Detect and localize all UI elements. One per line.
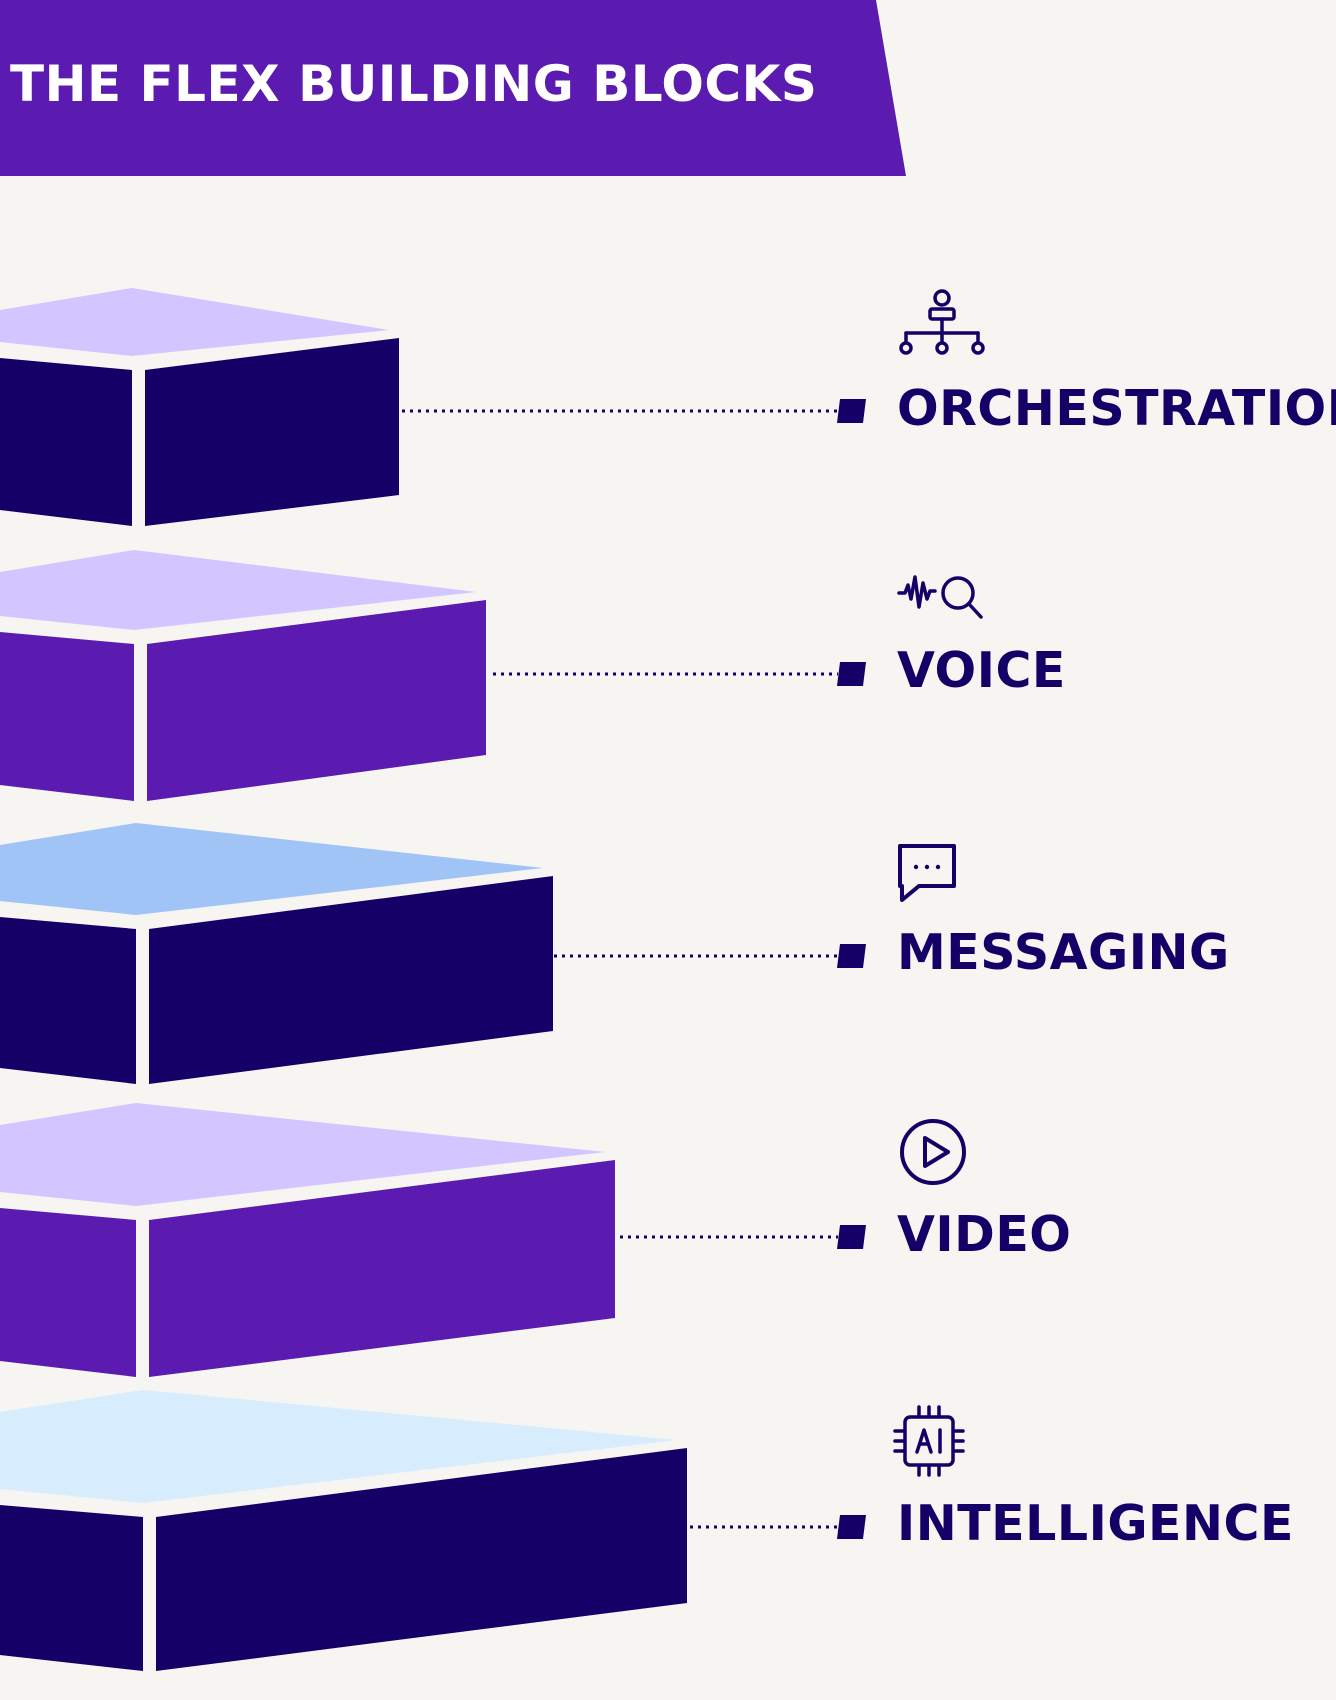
block-top-face — [0, 288, 389, 356]
label-messaging: MESSAGING — [897, 924, 1230, 981]
label-orchestration: ORCHESTRATION — [897, 380, 1336, 437]
block-video — [0, 1103, 615, 1377]
block-orchestration — [0, 288, 399, 526]
block-left-face — [0, 358, 132, 526]
block-left-face — [0, 917, 136, 1084]
block-voice — [0, 550, 486, 801]
connector-square-marker — [837, 399, 866, 423]
block-right-face — [149, 876, 553, 1084]
org-chart-icon — [897, 287, 987, 357]
ai-chip-icon — [893, 1405, 965, 1477]
connectors-layer — [402, 399, 866, 1539]
block-top-face — [0, 823, 543, 915]
label-video: VIDEO — [897, 1206, 1072, 1263]
play-circle-icon — [898, 1117, 968, 1187]
block-right-face — [145, 338, 399, 526]
block-left-face — [0, 1208, 136, 1377]
block-top-face — [0, 550, 476, 630]
connector-square-marker — [837, 1515, 866, 1539]
connector-square-marker — [837, 1225, 866, 1249]
label-voice: VOICE — [897, 642, 1066, 699]
block-intelligence — [0, 1390, 687, 1671]
block-top-face — [0, 1103, 605, 1206]
block-right-face — [147, 600, 486, 801]
label-intelligence: INTELLIGENCE — [897, 1495, 1294, 1552]
block-left-face — [0, 1505, 143, 1671]
connector-square-marker — [837, 944, 866, 968]
chat-bubble-icon — [897, 843, 957, 903]
connector-square-marker — [837, 662, 866, 686]
voice-search-icon — [897, 573, 989, 623]
block-right-face — [156, 1448, 687, 1671]
block-top-face — [0, 1390, 677, 1503]
block-right-face — [149, 1160, 615, 1377]
header-banner — [0, 0, 906, 176]
block-left-face — [0, 632, 134, 801]
block-messaging — [0, 823, 553, 1084]
page-title: THE FLEX BUILDING BLOCKS — [10, 55, 818, 113]
blocks-layer — [0, 288, 687, 1671]
